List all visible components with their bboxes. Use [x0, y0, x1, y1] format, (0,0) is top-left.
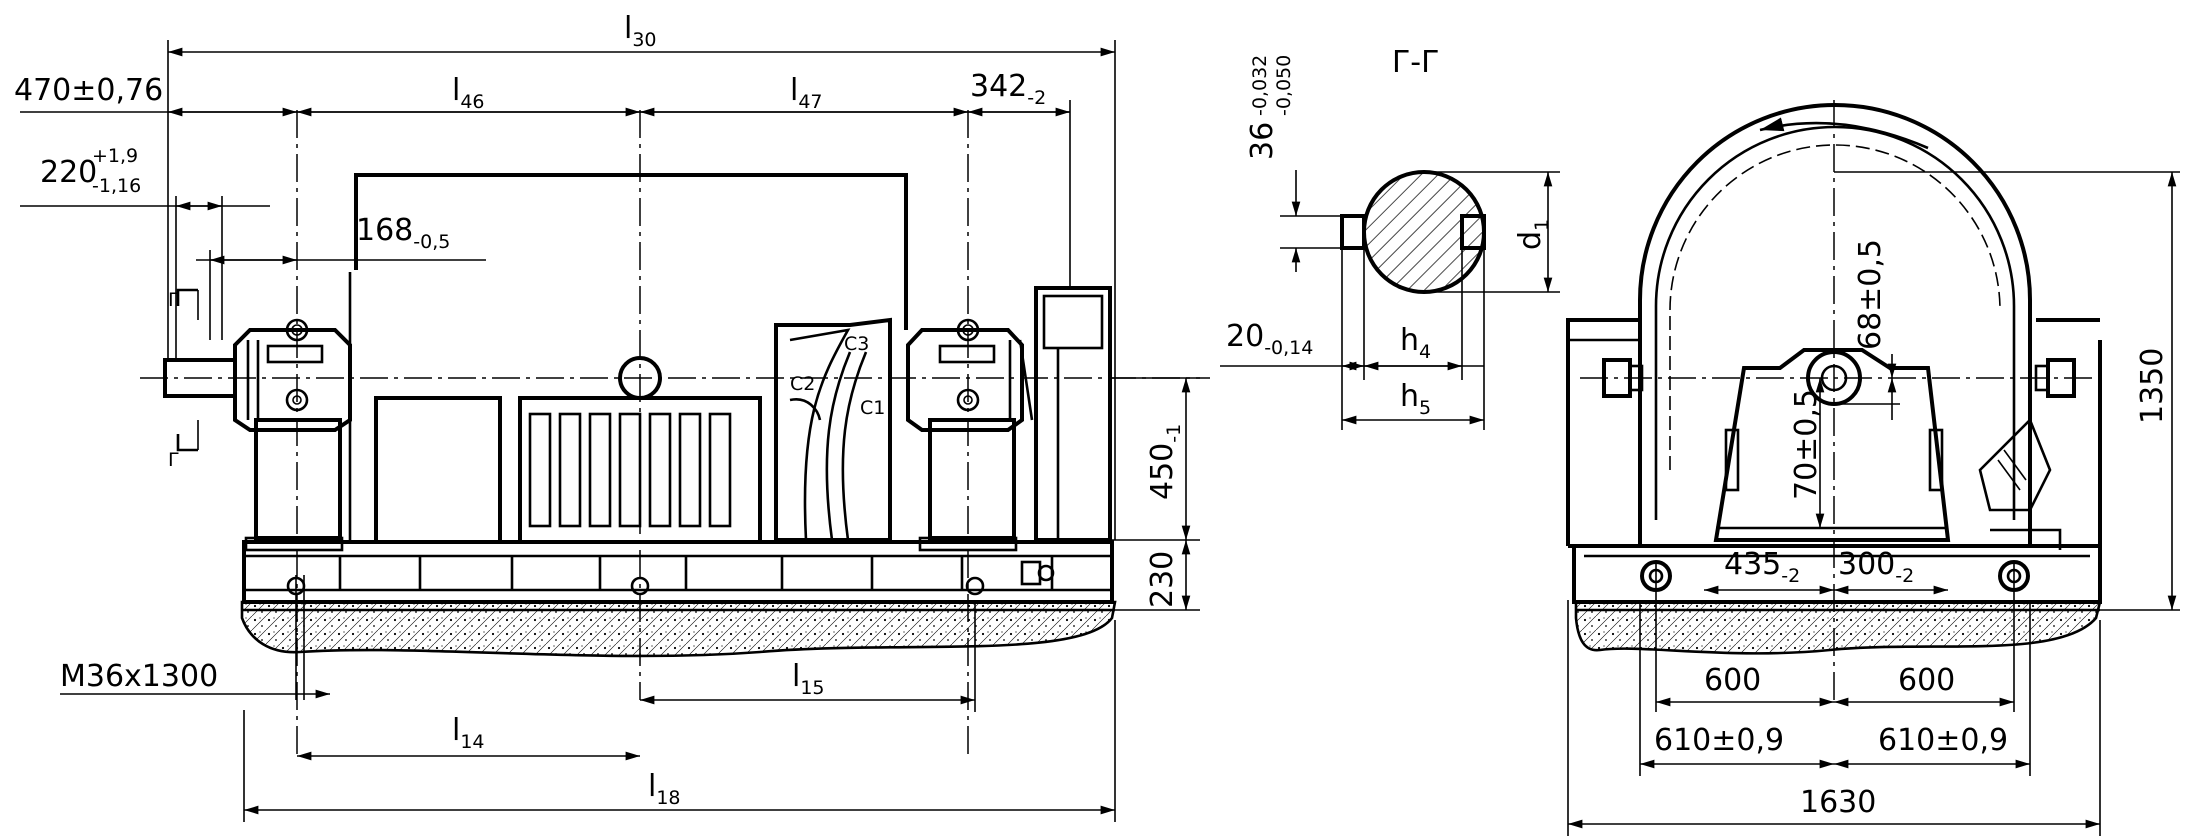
- label-c2: C2: [790, 373, 815, 395]
- end-cover-right: [1034, 286, 1112, 542]
- dim-l18: l18: [648, 769, 681, 809]
- dim-168: 168-0,5: [356, 213, 450, 253]
- casing-cutaway: [774, 317, 892, 542]
- motor-block: [374, 396, 502, 544]
- dim-342: 342-2: [970, 69, 1046, 109]
- anchor-bolts: [286, 560, 1055, 700]
- guard-frame: [348, 173, 908, 540]
- dim-h4: h4: [1400, 323, 1431, 363]
- section-mark-top: Г: [168, 289, 180, 311]
- dim-450: 450-1: [1145, 424, 1185, 500]
- dim-l47: l47: [790, 73, 823, 113]
- bearing-housing-right: [906, 110, 1034, 760]
- dim-l15: l15: [792, 659, 825, 699]
- dim-600-left: 600: [1704, 663, 1761, 698]
- dim-610-left: 610±0,9: [1654, 723, 1784, 758]
- dim-36-upper: -0,032: [1249, 55, 1271, 116]
- dim-230: 230: [1145, 551, 1180, 608]
- dim-1630: 1630: [1800, 785, 1876, 820]
- dim-68: 68±0,5: [1853, 239, 1888, 350]
- bolt-label: M36x1300: [60, 659, 218, 694]
- dim-d1: d1: [1513, 219, 1553, 250]
- dim-70: 70±0,5: [1789, 389, 1824, 500]
- front-dimension-lines: [20, 40, 1200, 822]
- dim-l30: l30: [624, 11, 657, 51]
- front-view: [140, 110, 1210, 760]
- dim-435: 435-2: [1724, 547, 1800, 587]
- section-mark-bottom: Г: [168, 449, 180, 471]
- section-title: Г-Г: [1392, 45, 1439, 80]
- dim-220: 220: [40, 155, 97, 190]
- section-view: Г-Г 36 -0,032 -0,050 d1 20-0,14 h4 h5: [1220, 45, 1560, 430]
- dim-220-upper: +1,9: [92, 145, 138, 167]
- dim-20: 20-0,14: [1226, 319, 1313, 359]
- dim-h5: h5: [1400, 379, 1431, 419]
- dim-36-lower: -0,050: [1273, 55, 1295, 116]
- side-view: [1566, 100, 2180, 836]
- dim-l14: l14: [452, 713, 485, 753]
- dim-220-lower: -1,16: [92, 175, 141, 197]
- dim-470: 470±0,76: [14, 73, 163, 108]
- label-c3: C3: [844, 333, 869, 355]
- dim-600-right: 600: [1898, 663, 1955, 698]
- dim-36: 36: [1245, 122, 1280, 160]
- foundation: [240, 600, 1117, 658]
- front-dimension-labels: l30 470±0,76 l46 l47 342-2 220 +1,9 -1,1…: [14, 11, 1185, 809]
- dim-610-right: 610±0,9: [1878, 723, 2008, 758]
- radiator: [518, 110, 762, 700]
- dim-l46: l46: [452, 73, 485, 113]
- dim-1350: 1350: [2135, 348, 2170, 424]
- bearing-housing-left: [233, 110, 352, 760]
- label-c1: C1: [860, 397, 885, 419]
- dim-300: 300-2: [1838, 547, 1914, 587]
- side-dimension-labels: 68±0,5 70±0,5 1350 435-2 300-2 600 600 6…: [1654, 239, 2170, 820]
